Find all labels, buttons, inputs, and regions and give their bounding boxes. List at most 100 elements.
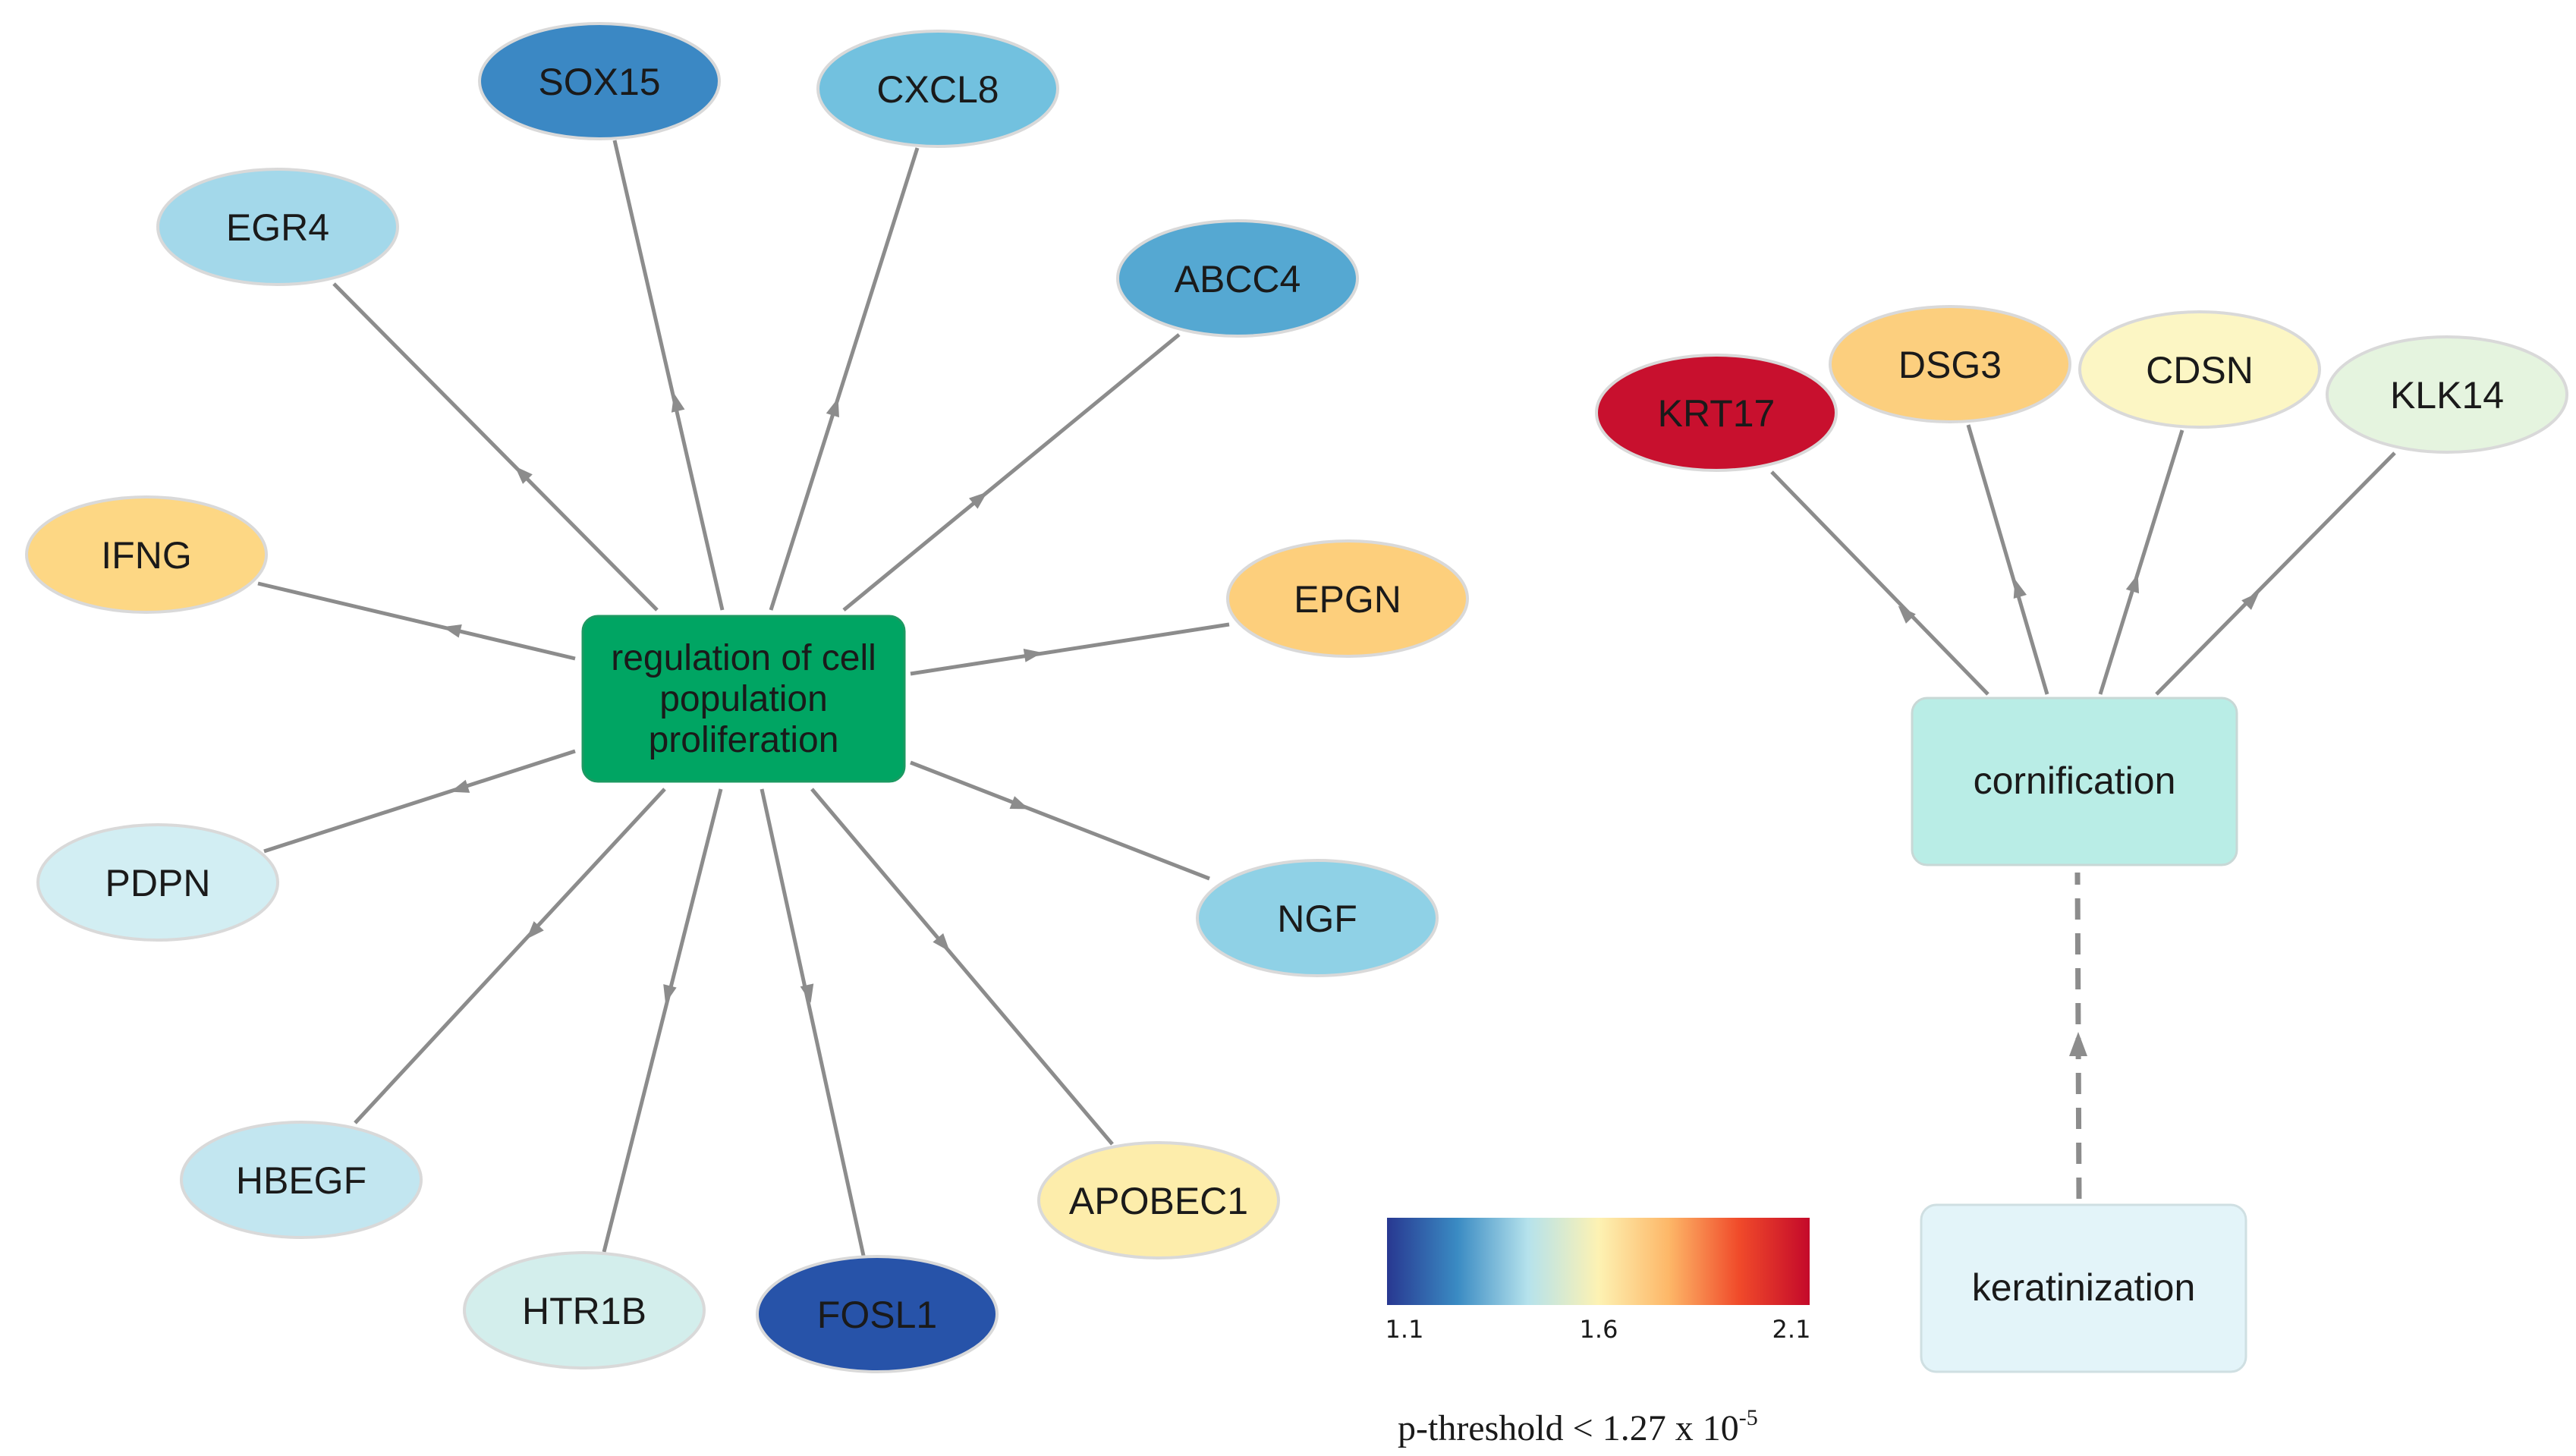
gene-node-htr1b[interactable]: HTR1B: [463, 1251, 706, 1370]
gene-node-apobec1[interactable]: APOBEC1: [1037, 1141, 1280, 1259]
gene-node-cdsn-shape: [2078, 310, 2321, 429]
color-legend: 1.1 1.6 2.1: [1386, 1218, 1811, 1344]
gene-node-pdpn[interactable]: PDPN: [36, 823, 279, 942]
gene-node-dsg3[interactable]: DSG3: [1829, 305, 2071, 423]
gene-node-abcc4-shape: [1116, 219, 1359, 338]
gene-node-krt17-shape: [1595, 354, 1838, 472]
apobec1-arrowhead: [933, 933, 950, 952]
gene-node-epgn[interactable]: EPGN: [1226, 539, 1469, 658]
sox15-edge: [612, 140, 725, 611]
apobec1-edge: [810, 788, 1114, 1146]
htr1b-edge: [602, 788, 723, 1253]
gene-node-epgn-shape: [1226, 539, 1469, 658]
edges: [257, 140, 2396, 1256]
gene-node-ngf[interactable]: NGF: [1196, 859, 1439, 977]
legend-mid-label: 1.6: [1580, 1315, 1618, 1344]
gene-node-epgn-label: EPGN: [1294, 578, 1401, 621]
cornification-label: cornification: [1974, 759, 2176, 802]
pdpn-edge: [263, 749, 576, 854]
legend-min-label: 1.1: [1386, 1315, 1424, 1344]
gene-node-cdsn-label: CDSN: [2146, 349, 2254, 392]
gene-node-ngf-shape: [1196, 859, 1439, 977]
ngf-edge: [910, 760, 1210, 881]
abcc4-arrowhead: [969, 492, 988, 509]
gene-node-fosl1-label: FOSL1: [817, 1294, 937, 1336]
p-threshold-exponent: -5: [1739, 1405, 1758, 1430]
gene-node-htr1b-shape: [463, 1251, 706, 1370]
ngf-arrowhead: [1009, 796, 1030, 810]
gene-node-ifng[interactable]: IFNG: [25, 495, 268, 614]
p-threshold-caption: p-threshold < 1.27 x 10-5: [1398, 1405, 1758, 1448]
cornification-gene-nodes: KRT17 DSG3 CDSN KLK14: [1595, 305, 2568, 472]
gene-node-ifng-shape: [25, 495, 268, 614]
gene-node-egr4-shape: [156, 168, 399, 286]
cxcl8-arrowhead: [826, 398, 839, 418]
gene-node-egr4[interactable]: EGR4: [156, 168, 399, 286]
gene-node-sox15[interactable]: SOX15: [478, 22, 721, 140]
gene-node-htr1b-label: HTR1B: [522, 1290, 646, 1332]
ifng-edge: [257, 581, 576, 661]
legend-max-label: 2.1: [1772, 1315, 1811, 1344]
gene-node-hbegf-shape: [180, 1121, 423, 1239]
gene-node-sox15-label: SOX15: [538, 61, 660, 103]
gene-node-krt17[interactable]: KRT17: [1595, 354, 1838, 472]
gene-node-apobec1-label: APOBEC1: [1069, 1180, 1248, 1222]
hbegf-arrowhead: [526, 921, 544, 939]
gene-node-abcc4-label: ABCC4: [1175, 258, 1301, 300]
hub-node[interactable]: regulation of cell population proliferat…: [581, 615, 906, 783]
keratinization-label: keratinization: [1972, 1266, 2196, 1309]
gene-node-hbegf[interactable]: HBEGF: [180, 1121, 423, 1239]
krt17-edge: [1770, 470, 1989, 696]
gene-node-klk14-label: KLK14: [2390, 374, 2504, 417]
pdpn-arrowhead: [450, 779, 470, 793]
gene-node-cxcl8-label: CXCL8: [876, 68, 999, 111]
egr4-arrowhead: [514, 466, 533, 484]
klk14-arrowhead: [2241, 592, 2260, 610]
gene-node-hbegf-label: HBEGF: [236, 1159, 366, 1202]
gene-node-klk14-shape: [2326, 335, 2568, 454]
hub-label-line-3: proliferation: [649, 720, 839, 760]
gene-node-ngf-label: NGF: [1277, 898, 1357, 940]
hub-label-line-1: regulation of cell: [611, 638, 876, 678]
cxcl8-edge: [769, 147, 920, 611]
keratinization-to-cornification-arrowhead: [2069, 1032, 2087, 1056]
gene-node-cxcl8-shape: [816, 30, 1059, 148]
epgn-arrowhead: [1023, 648, 1043, 662]
gene-node-ifng-label: IFNG: [101, 534, 191, 577]
dsg3-edge: [1966, 424, 2049, 695]
p-threshold-text: p-threshold < 1.27 x 10: [1398, 1408, 1739, 1448]
legend-colorbar: [1387, 1218, 1810, 1305]
gene-node-apobec1-shape: [1037, 1141, 1280, 1259]
fosl1-edge: [760, 788, 866, 1256]
epgn-edge: [910, 622, 1230, 676]
gene-node-pdpn-shape: [36, 823, 279, 942]
gene-node-krt17-label: KRT17: [1658, 392, 1776, 435]
keratinization-node[interactable]: keratinization: [1920, 1203, 2247, 1373]
hbegf-edge: [354, 788, 666, 1124]
gene-node-dsg3-shape: [1829, 305, 2071, 423]
cdsn-edge: [2098, 429, 2184, 695]
gene-node-dsg3-label: DSG3: [1898, 344, 2002, 386]
abcc4-edge: [842, 333, 1181, 612]
klk14-edge: [2155, 451, 2396, 696]
egr4-edge: [332, 282, 659, 612]
cdsn-arrowhead: [2125, 574, 2140, 594]
gene-node-fosl1-shape: [756, 1255, 999, 1373]
gene-node-fosl1[interactable]: FOSL1: [756, 1255, 999, 1373]
gene-node-cdsn[interactable]: CDSN: [2078, 310, 2321, 429]
htr1b-arrowhead: [663, 984, 677, 1004]
fosl1-arrowhead: [800, 983, 814, 1003]
cornification-node[interactable]: cornification: [1911, 697, 2238, 866]
gene-node-cxcl8[interactable]: CXCL8: [816, 30, 1059, 148]
gene-node-sox15-shape: [478, 22, 721, 140]
sox15-arrowhead: [671, 393, 685, 413]
dsg3-arrowhead: [2013, 579, 2027, 599]
gene-node-klk14[interactable]: KLK14: [2326, 335, 2568, 454]
ifng-arrowhead: [442, 624, 462, 638]
gene-node-egr4-label: EGR4: [226, 206, 329, 249]
krt17-arrowhead: [1898, 605, 1916, 624]
hub-label-line-2: population: [659, 679, 828, 719]
gene-node-abcc4[interactable]: ABCC4: [1116, 219, 1359, 338]
